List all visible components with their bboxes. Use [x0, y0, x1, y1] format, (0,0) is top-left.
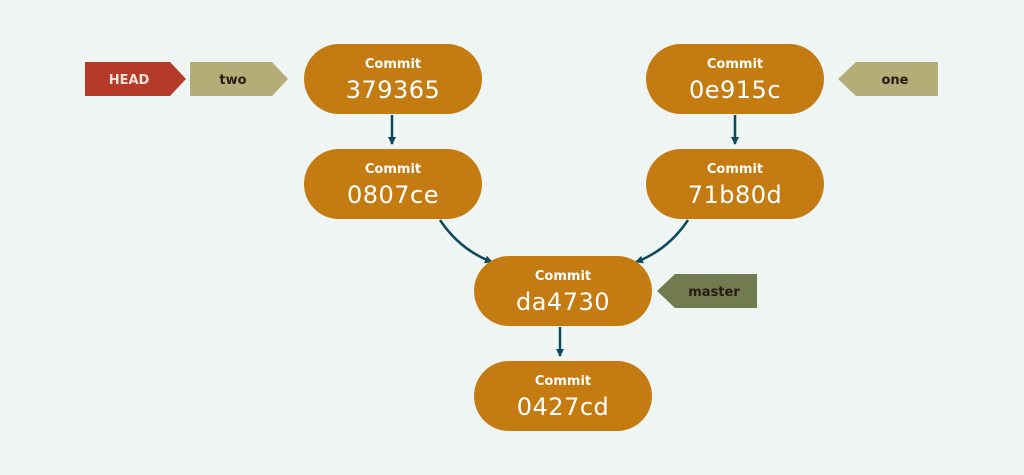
- edges: [388, 115, 739, 357]
- commit-label: Commit: [535, 269, 591, 284]
- commit-label: Commit: [365, 57, 421, 72]
- branch-tag-one: one: [838, 62, 938, 96]
- commit-node: Commit 0807ce: [304, 149, 482, 219]
- commit-hash: 379365: [346, 76, 441, 104]
- commit-label: Commit: [707, 57, 763, 72]
- edge-c2-c5: [438, 219, 493, 264]
- branch-tag-master: master: [657, 274, 757, 308]
- commit-node: Commit 0427cd: [474, 361, 652, 431]
- branch-tag-two: two: [190, 62, 288, 96]
- head-tag-label: HEAD: [109, 73, 150, 88]
- commit-label: Commit: [535, 374, 591, 389]
- commit-node: Commit 379365: [304, 44, 482, 114]
- commit-label: Commit: [707, 162, 763, 177]
- edge-c4-c5: [635, 219, 690, 264]
- commit-node: Commit da4730: [474, 256, 652, 326]
- commit-hash: 0807ce: [347, 181, 439, 209]
- commit-hash: 0e915c: [689, 76, 781, 104]
- branch-tag-master-label: master: [688, 285, 740, 300]
- commit-node: Commit 71b80d: [646, 149, 824, 219]
- branch-tag-one-label: one: [881, 73, 908, 88]
- commit-hash: da4730: [516, 288, 610, 316]
- commit-label: Commit: [365, 162, 421, 177]
- branch-tag-two-label: two: [219, 73, 246, 88]
- commit-node: Commit 0e915c: [646, 44, 824, 114]
- head-tag: HEAD: [85, 62, 186, 96]
- commit-hash: 71b80d: [688, 181, 783, 209]
- commit-hash: 0427cd: [517, 393, 610, 421]
